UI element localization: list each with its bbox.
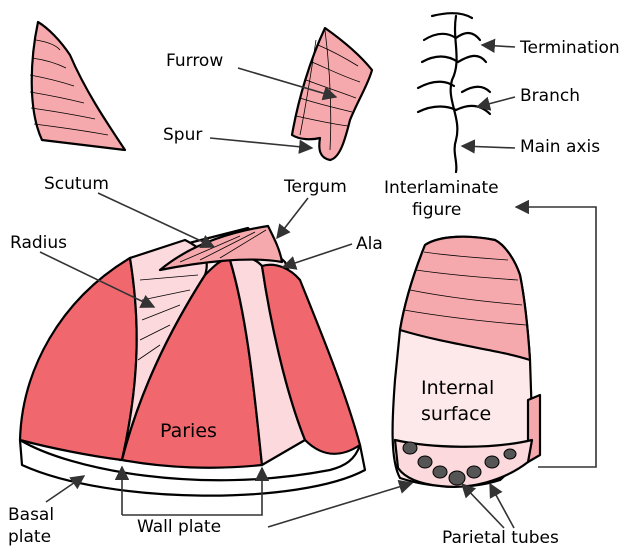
label-internal-line1: Internal xyxy=(421,377,494,399)
label-main-axis: Main axis xyxy=(520,137,600,157)
label-spur: Spur xyxy=(163,125,202,145)
tergum-plate xyxy=(292,28,372,160)
wall-plate xyxy=(393,237,540,487)
label-basal-line1: Basal xyxy=(8,505,54,525)
label-termination: Termination xyxy=(519,38,620,58)
label-interlaminate-line1: Interlaminate xyxy=(384,178,499,198)
label-paries: Paries xyxy=(160,420,217,442)
label-interlaminate-line2: figure xyxy=(412,200,461,220)
interlaminate-figure xyxy=(418,13,490,172)
label-furrow: Furrow xyxy=(166,51,223,71)
label-tergum: Tergum xyxy=(283,177,347,197)
label-ala: Ala xyxy=(356,234,383,254)
label-internal-line2: surface xyxy=(421,403,491,425)
label-basal-line2: plate xyxy=(8,527,51,547)
scutum-plate xyxy=(30,22,125,150)
label-radius: Radius xyxy=(10,233,67,253)
label-wall-plate: Wall plate xyxy=(137,517,221,537)
label-parietal-tubes: Parietal tubes xyxy=(442,528,559,548)
label-branch: Branch xyxy=(520,86,580,106)
label-scutum: Scutum xyxy=(44,174,109,194)
